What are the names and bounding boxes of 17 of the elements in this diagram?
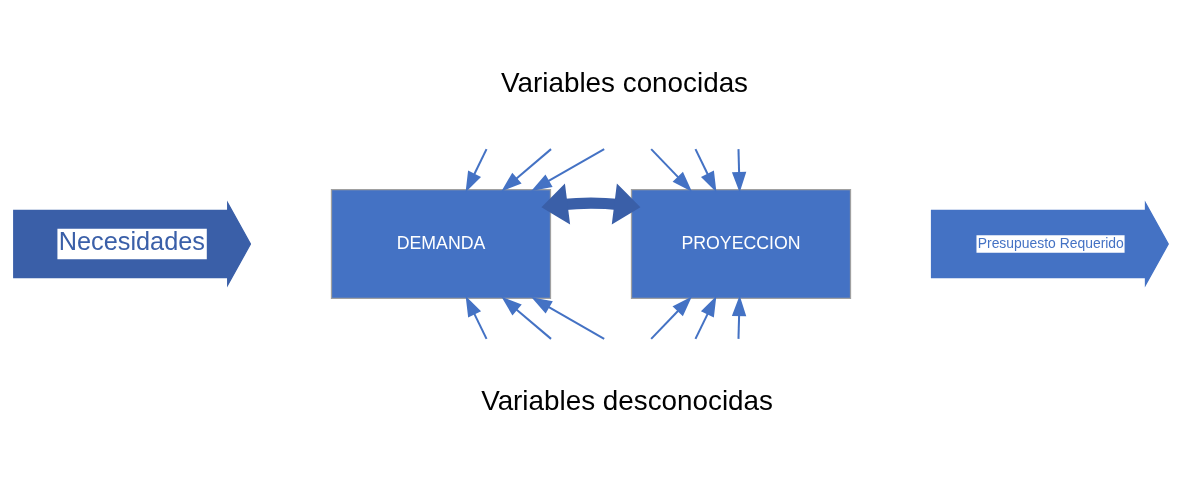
arrow (694, 295, 717, 339)
label: Variables conocidas (501, 66, 749, 98)
arrow (694, 148, 717, 192)
arrow (501, 296, 552, 340)
arrow (731, 148, 747, 193)
arrow (541, 182, 641, 225)
arrow (531, 296, 605, 340)
arrow (731, 295, 747, 339)
arrow (465, 295, 488, 339)
arrow (465, 148, 488, 192)
node-box: PROYECCION (630, 188, 852, 299)
arrow (650, 295, 692, 340)
label: Variables desconocidas (481, 384, 774, 416)
arrow (501, 147, 552, 191)
node-box: DEMANDA (330, 188, 552, 299)
arrow (531, 147, 605, 191)
arrow (650, 147, 692, 192)
